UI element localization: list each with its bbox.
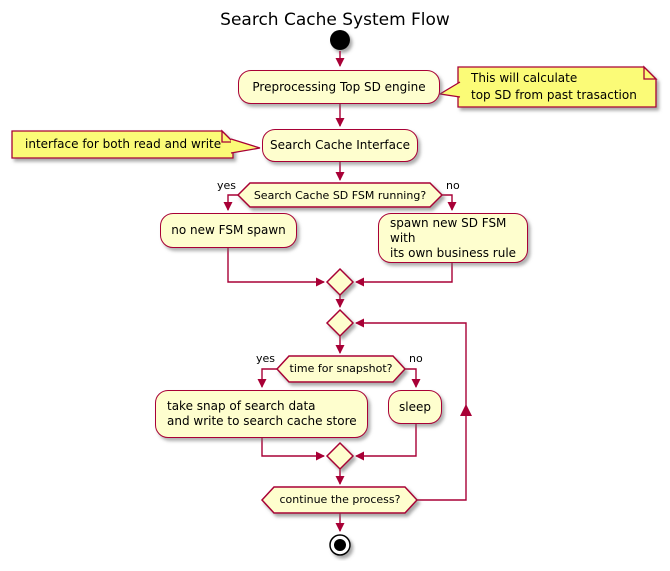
start-node bbox=[330, 30, 350, 50]
edge-sleep-to-merge3 bbox=[355, 424, 417, 461]
note-interface-text: interface for both read and write bbox=[25, 137, 222, 151]
note-calculate-pointer bbox=[438, 81, 461, 98]
edge-fsm-yes bbox=[223, 194, 238, 211]
note-interface-pointer bbox=[230, 138, 261, 154]
edge-snapshot-yes bbox=[257, 368, 277, 388]
merge-diamond-3 bbox=[325, 441, 355, 471]
activity-preprocessing: Preprocessing Top SD engine bbox=[238, 70, 440, 104]
activity-sleep: sleep bbox=[388, 390, 442, 424]
snapshot-yes-label: yes bbox=[255, 352, 275, 365]
end-node-dot bbox=[334, 539, 346, 551]
fsm-no-label: no bbox=[446, 179, 460, 192]
note-interface bbox=[11, 129, 261, 159]
decision-continue-label: continue the process? bbox=[279, 493, 401, 506]
edge-nonewfsm-to-merge1 bbox=[227, 248, 325, 287]
merge-diamond-1 bbox=[325, 267, 355, 297]
edge-snapshot-no bbox=[405, 368, 421, 388]
note-calculate-fold-icon bbox=[643, 65, 658, 80]
activity-interface: Search Cache Interface bbox=[262, 129, 418, 162]
edge-spawn-to-merge1 bbox=[355, 263, 453, 287]
loopback-up-arrowhead bbox=[460, 404, 472, 416]
activity-take-snap: take snap of search data and write to se… bbox=[155, 390, 368, 438]
decision-continue-shape bbox=[260, 486, 419, 514]
edge-takesnap-to-merge3 bbox=[261, 438, 325, 461]
decision-snapshot-shape bbox=[275, 355, 407, 383]
activity-spawn-fsm: spawn new SD FSM with its own business r… bbox=[378, 213, 528, 263]
edge-fsm-no bbox=[442, 194, 457, 211]
decision-fsm-running-label: Search Cache SD FSM running? bbox=[253, 188, 427, 202]
activity-no-new-fsm: no new FSM spawn bbox=[160, 213, 297, 248]
note-calculate bbox=[438, 65, 658, 108]
snapshot-no-label: no bbox=[409, 352, 423, 365]
note-calculate-text: This will calculate top SD from past tra… bbox=[471, 71, 637, 102]
merge-diamond-2 bbox=[325, 308, 355, 338]
diagram-title: Search Cache System Flow bbox=[220, 10, 450, 30]
decision-snapshot-label: time for snapshot? bbox=[289, 362, 393, 375]
note-interface-fold-icon bbox=[221, 129, 235, 143]
decision-fsm-running-shape bbox=[236, 182, 444, 208]
note-calculate-body bbox=[457, 66, 657, 108]
end-node bbox=[329, 534, 351, 556]
fsm-yes-label: yes bbox=[216, 179, 236, 192]
